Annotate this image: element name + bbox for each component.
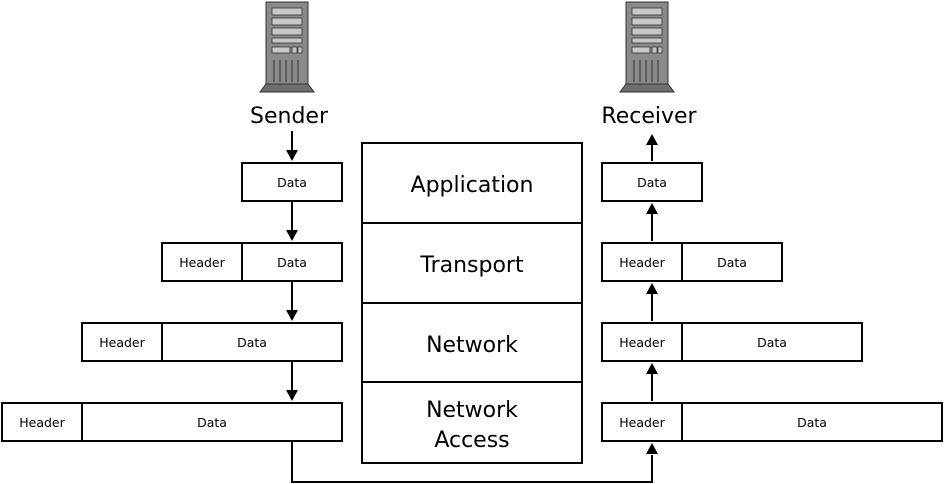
packet-header-label: Header <box>619 335 665 350</box>
packet-data-label: Data <box>277 255 307 270</box>
packet-data-label: Data <box>757 335 787 350</box>
layer-transport <box>361 222 583 304</box>
receiver-packet-application: Data <box>601 162 703 202</box>
layer-network-access <box>361 381 583 464</box>
layer-network-access-label-line2: Access <box>434 428 509 453</box>
layer-network-access-label-line1: Network <box>426 398 518 423</box>
sender-label: Sender <box>250 104 329 129</box>
receiver-packet-transport: Header Data <box>601 242 783 282</box>
sender-packet-application: Data <box>241 162 343 202</box>
receiver-label: Receiver <box>601 104 697 129</box>
packet-data-label: Data <box>197 415 227 430</box>
receiver-arrows <box>646 134 658 401</box>
packet-header-label: Header <box>179 255 225 270</box>
sender-packet-transport: Header Data <box>161 242 343 282</box>
packet-data-label: Data <box>237 335 267 350</box>
packet-header-label: Header <box>99 335 145 350</box>
packet-header-label: Header <box>619 415 665 430</box>
layer-network <box>361 302 583 383</box>
layer-application-label: Application <box>411 173 534 198</box>
layer-stack: Application Transport Network Network Ac… <box>361 142 583 464</box>
layer-network-label: Network <box>426 333 518 358</box>
layer-transport-label: Transport <box>419 253 524 278</box>
sender-arrows <box>286 131 298 401</box>
sender-server-icon <box>259 1 315 93</box>
packet-data-label: Data <box>637 175 667 190</box>
receiver-server-icon <box>619 1 675 93</box>
sender-packet-network: Header Data <box>81 322 343 362</box>
packet-header-label: Header <box>619 255 665 270</box>
packet-data-label: Data <box>717 255 747 270</box>
packet-data-label: Data <box>797 415 827 430</box>
receiver-packet-network-access: Header Data <box>601 402 943 442</box>
physical-link-arrow <box>291 441 658 483</box>
sender-packet-network-access: Header Data <box>1 402 343 442</box>
receiver-packet-network: Header Data <box>601 322 863 362</box>
packet-data-label: Data <box>277 175 307 190</box>
packet-header-label: Header <box>19 415 65 430</box>
